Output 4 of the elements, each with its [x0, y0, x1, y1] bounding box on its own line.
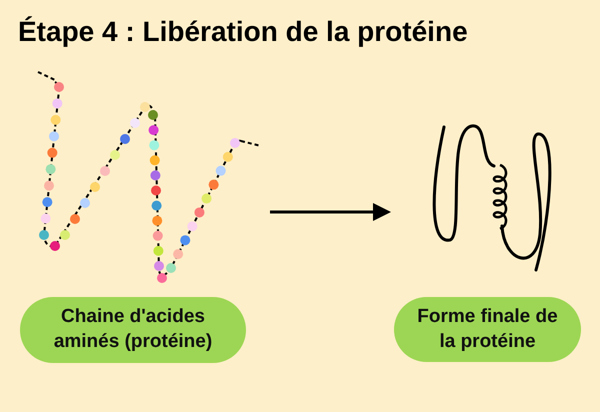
title: Étape 4 : Libération de la protéine: [18, 16, 468, 48]
label-pill: Chaine d'acides aminés (protéine): [20, 297, 246, 363]
label-pill: Forme finale de la protéine: [394, 297, 581, 362]
arrow: [270, 203, 391, 221]
